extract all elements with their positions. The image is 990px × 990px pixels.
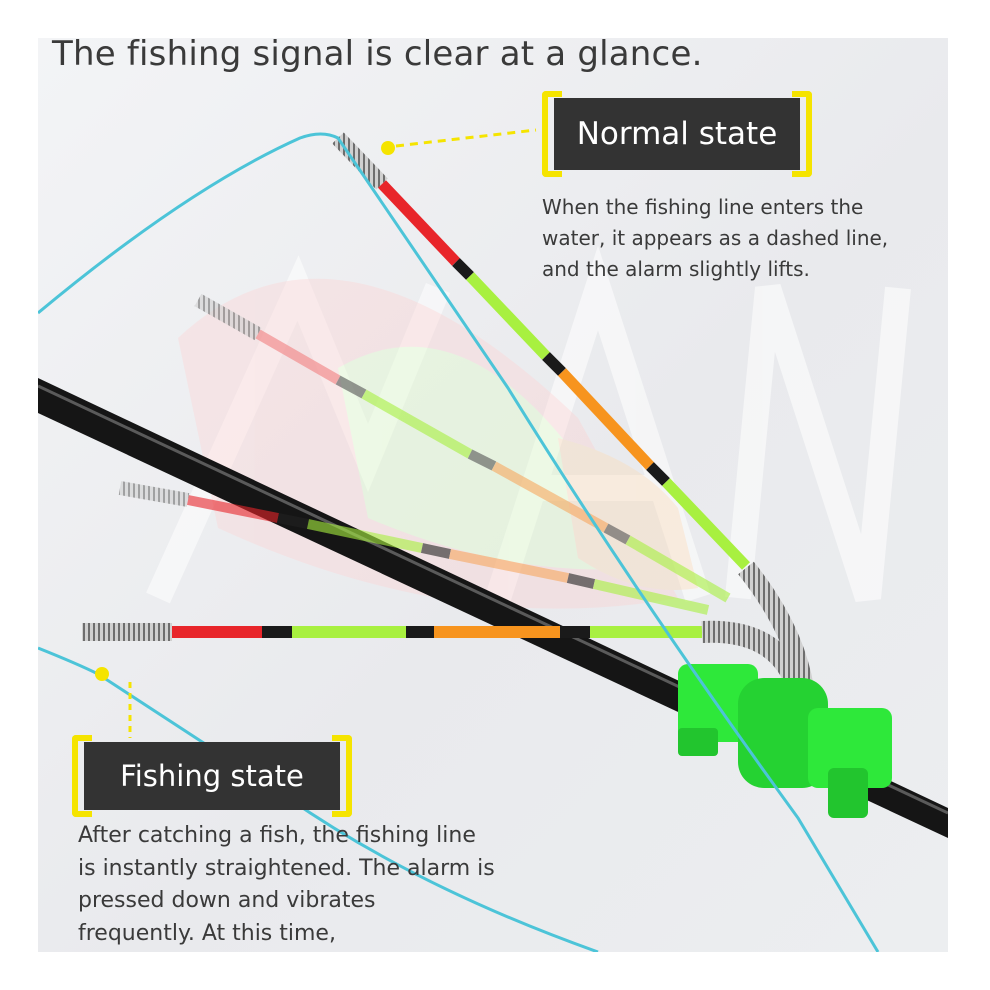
bracket-right [332, 735, 352, 817]
rod-clip [678, 664, 892, 818]
fishing-state-badge: Fishing state [72, 735, 352, 817]
fishing-state-label: Fishing state [120, 759, 304, 793]
product-image: The fishing signal is clear at a glance.… [38, 38, 948, 952]
normal-state-label: Normal state [576, 116, 778, 152]
page-title: The fishing signal is clear at a glance. [52, 38, 703, 74]
fishing-state-description: After catching a fish, the fishing line … [78, 823, 495, 946]
bracket-left [542, 91, 562, 177]
bracket-left [72, 735, 92, 817]
bracket-right [792, 91, 812, 177]
normal-state-badge: Normal state [542, 91, 812, 177]
bite-alarm-illustration [38, 128, 948, 952]
alarm-ghosts [118, 293, 731, 615]
callout-connectors [95, 128, 537, 738]
normal-state-description: When the fishing line enters the water, … [542, 195, 889, 281]
fishing-line [38, 132, 880, 952]
alarm-raised [332, 132, 750, 570]
spring-coil [701, 561, 814, 692]
